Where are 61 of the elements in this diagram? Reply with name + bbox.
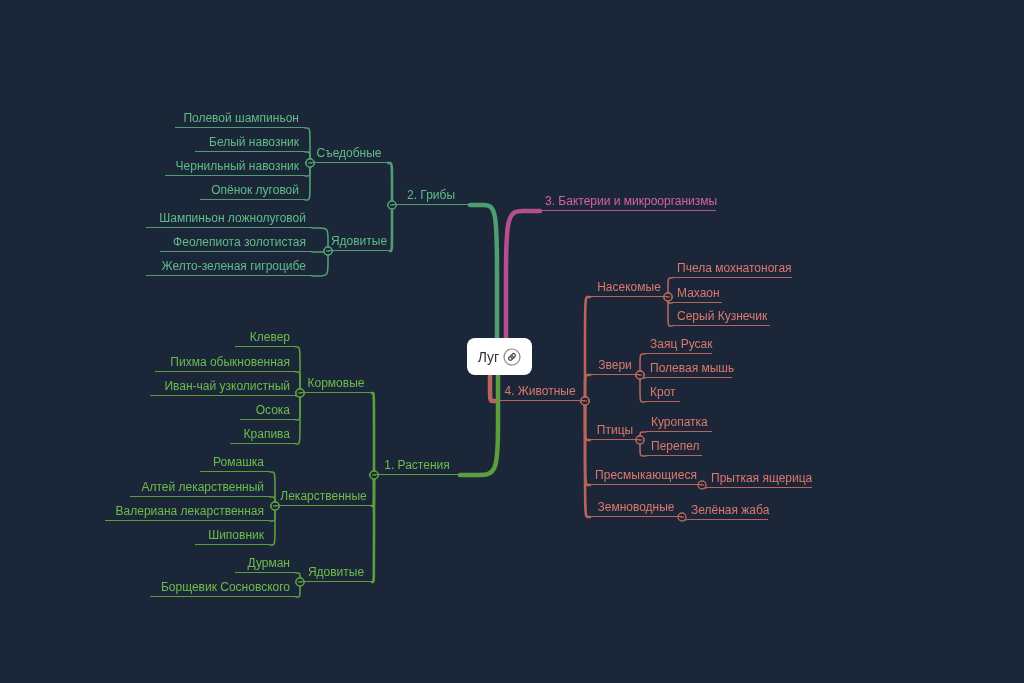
leaf-topic: Шампиньон ложнолуговой [146,210,312,228]
leaf-topic: Борщевик Сосновского [150,579,296,597]
branch-line [387,200,397,253]
branch-line [369,470,379,584]
leaf-topic: Чернильный навозник [165,158,305,176]
leaf-topic: Осока [240,402,296,420]
leaf-topic: Перепел [646,438,702,456]
leaf-topic: Полевой шампиньон [175,110,305,128]
branch-line [457,372,501,478]
branch-topic: Птицы [590,422,640,440]
leaf-topic: Заяц Русак [645,336,712,354]
branch-line [311,246,333,277]
branch-line [677,512,687,522]
branch-topic: Пресмыкающиеся [590,467,702,485]
leaf-topic: 3. Бактерии и микроорганизмы [540,193,716,211]
branch-topic: Съедобные [310,145,388,163]
leaf-topic: Куропатка [646,414,712,432]
branch-topic: Ядовитые [300,564,372,582]
branch-topic: Кормовые [300,375,372,393]
branch-topic: Земноводные [590,499,682,517]
branch-line [697,480,707,490]
leaf-topic: Пихма обыкновенная [155,354,296,372]
leaf-topic: Валериана лекарственная [105,503,270,521]
branch-line [635,370,646,403]
branch-line [304,158,315,201]
leaf-topic: Опёнок луговой [200,182,305,200]
branch-topic: 4. Животные [495,383,585,401]
leaf-topic: Серый Кузнечик [672,308,770,326]
leaf-topic: Клевер [235,329,296,347]
branch-line [295,577,305,598]
branch-line [487,372,498,404]
branch-topic: Ядовитые [328,233,390,251]
leaf-topic: Дурман [235,555,296,573]
leaf-topic: Зелёная жаба [686,502,768,520]
branch-line [295,388,305,445]
root-topic [467,338,532,375]
leaf-topic: Ромашка [200,454,270,472]
branch-line [663,292,673,327]
leaf-topic: Крот [645,384,680,402]
branch-topic: Насекомые [590,279,668,297]
leaf-topic: Крапива [230,426,296,444]
leaf-topic: Белый навозник [195,134,305,152]
branch-topic: 2. Грибы [392,187,470,205]
branch-line [503,208,543,341]
leaf-topic: Феолепиота золотистая [160,234,312,252]
leaf-topic: Пчела мохнатоногая [672,260,792,278]
branch-line [467,202,500,341]
leaf-topic: Алтей лекарственный [130,479,270,497]
topic-text: Луг [477,348,500,365]
branch-topic: Лекарственные [275,488,372,506]
branch-line [269,501,280,546]
branch-topic: 1. Растения [374,457,460,475]
branch-line [580,396,592,519]
leaf-topic: Иван-чай узколистный [150,378,296,396]
leaf-topic: Полевая мышь [645,360,732,378]
leaf-topic: Желто-зеленая гигроцибе [146,258,312,276]
leaf-topic: Прыткая ящерица [706,470,812,488]
branch-line [635,435,647,457]
branch-topic: Звери [590,357,640,375]
leaf-topic: Шиповник [195,527,270,545]
leaf-topic: Махаон [672,285,722,303]
